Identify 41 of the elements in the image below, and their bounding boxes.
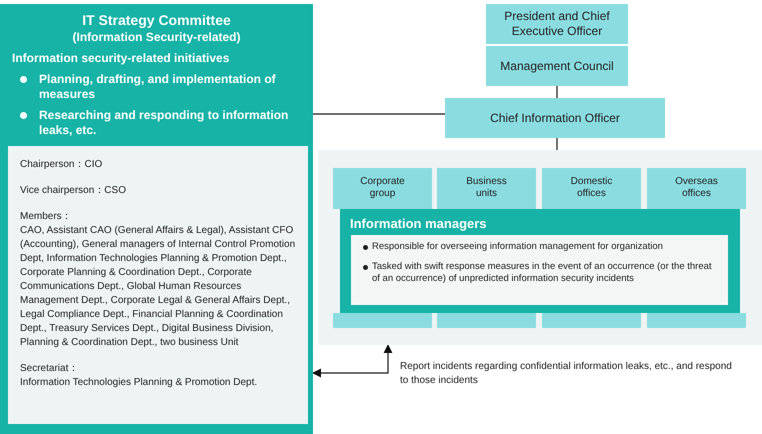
committee-subtitle: (Information Security-related) (72, 30, 241, 44)
member-text: Information Technologies Planning & Promotion Dept. (20, 376, 258, 390)
column-base (542, 313, 641, 328)
role-box (486, 4, 628, 44)
unit-column (542, 168, 641, 209)
initiatives-heading: Information security-related initiatives (12, 50, 230, 66)
unit-column (437, 168, 536, 209)
member-text: CAO, Assistant CAO (General Affairs & Legal), Assistant CFO (Accounting), General managers of Internal Control Promotion Dept, Information Technologies Planning & Promotion Dept., Corporate Planning & Coordination Dept., Corporate Communications Dept., Global Human Resources Management Dept., Corporate Legal & General Affairs Dept., Legal Compliance Dept., Financial Planning & Coordination Dept., Treasury Services Dept., Digital Business Division, Planning & Coordination Dept., two business Unit (20, 224, 296, 350)
member-text: Chairperson：CIO (20, 158, 104, 172)
organization-panel (318, 150, 762, 345)
duties-box (351, 235, 728, 305)
connector-line (556, 138, 558, 150)
column-base (437, 313, 536, 328)
duty-text: Responsible for overseeing information management for organization (372, 241, 663, 253)
box-label: Management Council (500, 58, 614, 74)
member-text: Members： (20, 210, 73, 224)
column-label: Overseas offices (674, 176, 719, 200)
member-text: Secretariat： (20, 362, 80, 376)
member-text: Vice chairperson：CSO (20, 184, 127, 198)
column-base (333, 313, 432, 328)
unit-column (333, 168, 432, 209)
members-box (8, 146, 308, 424)
committee-title: IT Strategy Committee (82, 12, 231, 30)
initiative-text: Researching and responding to information leaks, etc. (39, 108, 290, 138)
column-base (647, 313, 746, 328)
unit-column (647, 168, 746, 209)
role-box (445, 98, 665, 138)
column-label: Domestic offices (570, 176, 614, 200)
initiative-text: Planning, drafting, and implementation of measures (39, 72, 277, 102)
column-label: Corporate group (359, 176, 406, 200)
managers-heading: Information managers (350, 215, 487, 233)
arrow (312, 344, 392, 378)
column-label: Business units (465, 176, 508, 200)
connector-line (556, 86, 558, 98)
committee-panel (0, 4, 313, 434)
duty-text: Tasked with swift response measures in the event of an occurrence (or the threat of an occurrence) of unpredicted information security incidents (372, 261, 713, 285)
managers-panel (340, 209, 740, 313)
connector-line (313, 113, 445, 115)
box-label: Chief Information Officer (490, 110, 620, 126)
box-label: President and Chief Executive Officer (503, 9, 611, 39)
council-box (486, 46, 628, 86)
